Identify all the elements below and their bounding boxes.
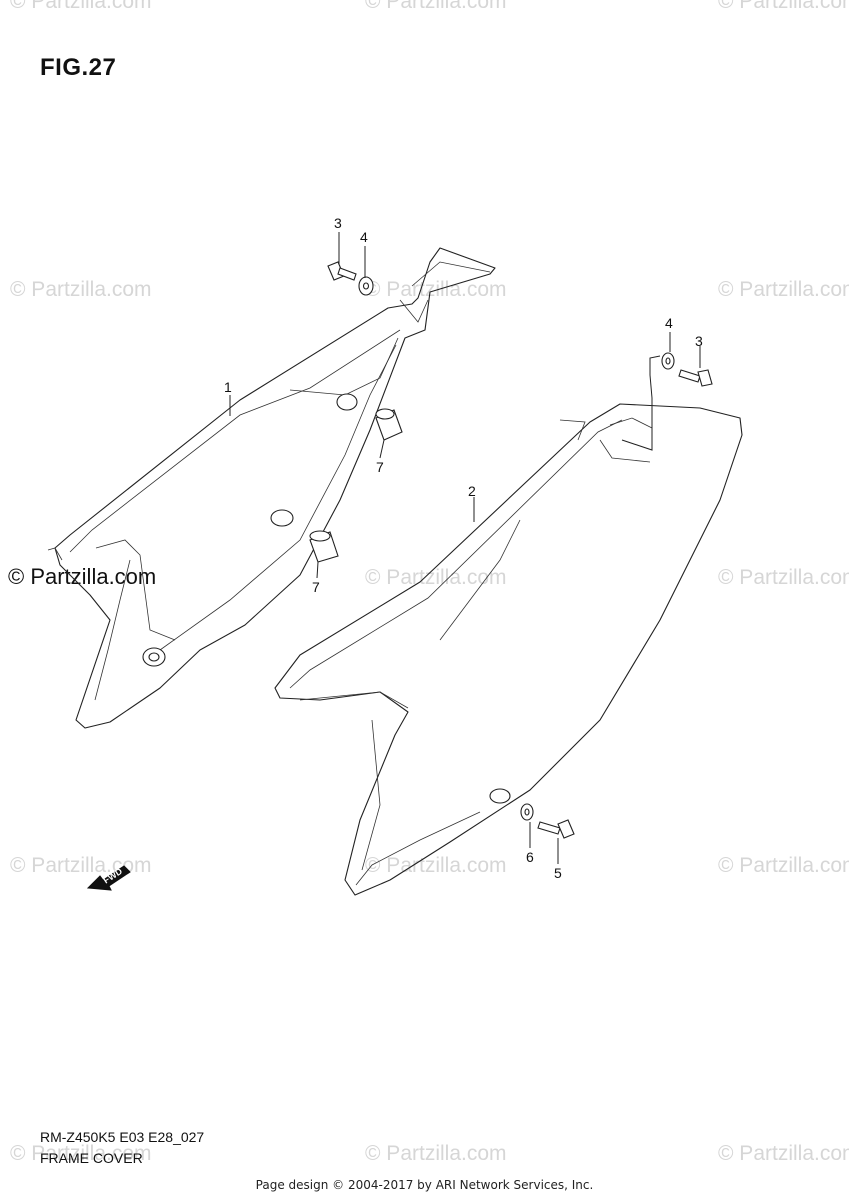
- part-7-grommet-upper: [336, 393, 403, 441]
- part-4-washer-right: [661, 352, 675, 370]
- watermark-text: © Partzilla.com: [10, 1142, 152, 1165]
- watermark-text: © Partzilla.com: [365, 854, 507, 877]
- watermark-text: © Partzilla.com: [718, 1142, 849, 1165]
- callout-7-upper: 7: [376, 459, 384, 475]
- figure-title: FIG.27: [40, 54, 117, 81]
- part-4-washer-upper: [358, 276, 374, 296]
- watermark-text: © Partzilla.com: [365, 0, 507, 13]
- part-1-left-frame-cover: [47, 247, 496, 729]
- callout-3-upper-left: 3: [334, 215, 342, 231]
- watermark-text: © Partzilla.com: [718, 854, 849, 877]
- watermark-text: © Partzilla.com: [365, 566, 507, 589]
- callout-1: 1: [224, 379, 232, 395]
- callout-5: 5: [554, 865, 562, 881]
- watermark-text: © Partzilla.com: [718, 278, 849, 301]
- watermark-grid: © Partzilla.com © Partzilla.com © Partzi…: [10, 0, 849, 1165]
- part-3-bolt-upper: [327, 261, 357, 281]
- watermark-text: © Partzilla.com: [10, 854, 152, 877]
- watermark-text: © Partzilla.com: [718, 0, 849, 13]
- callout-4-right: 4: [665, 315, 673, 331]
- callout-4-upper-left: 4: [360, 229, 368, 245]
- footer-copyright: Page design © 2004-2017 by ARI Network S…: [255, 1178, 594, 1192]
- callout-6: 6: [526, 849, 534, 865]
- watermark-text: © Partzilla.com: [365, 1142, 507, 1165]
- callout-3-right: 3: [695, 333, 703, 349]
- leader-lines: [229, 232, 701, 864]
- watermark-text: © Partzilla.com: [718, 566, 849, 589]
- watermark-text: © Partzilla.com: [10, 0, 152, 13]
- part-7-grommet-lower: [270, 509, 339, 563]
- callout-2: 2: [468, 483, 476, 499]
- part-3-bolt-right: [678, 369, 713, 387]
- watermark-text-prominent: © Partzilla.com: [8, 564, 156, 589]
- model-code: RM-Z450K5 E03 E28_027: [40, 1129, 205, 1145]
- part-6-washer: [520, 803, 534, 821]
- part-5-bolt: [537, 819, 575, 839]
- section-name: FRAME COVER: [40, 1150, 143, 1166]
- callout-7-lower: 7: [312, 579, 320, 595]
- part-2-right-frame-cover: [274, 403, 743, 896]
- watermark-text: © Partzilla.com: [365, 278, 507, 301]
- watermark-text: © Partzilla.com: [10, 278, 152, 301]
